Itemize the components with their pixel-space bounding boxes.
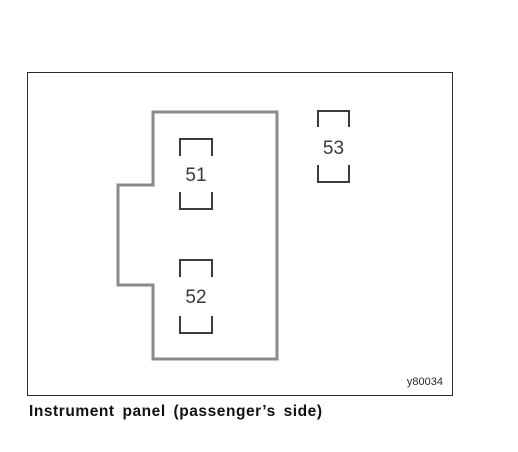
fuse-52-bottom-bracket — [179, 316, 213, 334]
fuse-53-label: 53 — [323, 138, 344, 159]
figure-caption: Instrument panel (passenger’s side) — [29, 403, 323, 420]
figure-reference-code: y80034 — [407, 376, 443, 388]
fuse-53-bottom-bracket — [317, 165, 350, 183]
fuse-51-bottom-bracket — [179, 192, 213, 210]
fuse-panel-outline — [116, 110, 279, 361]
fuse-box-diagram: 51 52 53 y80034 — [27, 72, 453, 396]
figure-border — [27, 72, 453, 396]
fuse-52-top-bracket — [179, 259, 213, 277]
diagram-canvas: 51 52 53 y80034 — [27, 72, 453, 396]
fuse-51-label: 51 — [185, 165, 206, 186]
fuse-52-label: 52 — [185, 287, 206, 308]
fuse-51-top-bracket — [179, 138, 213, 156]
fuse-53-top-bracket — [317, 110, 350, 127]
